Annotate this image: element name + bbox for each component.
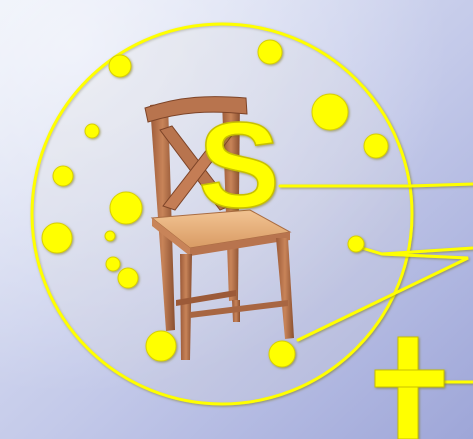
- particle: [109, 55, 131, 77]
- particle: [312, 94, 348, 130]
- label-s: S: [198, 97, 279, 233]
- particle: [364, 134, 388, 158]
- particle: [146, 331, 176, 361]
- particle: [348, 236, 364, 252]
- particle: [118, 268, 138, 288]
- particle: [258, 40, 282, 64]
- particle: [106, 257, 120, 271]
- particle: [85, 124, 99, 138]
- particle: [110, 192, 142, 224]
- particle: [42, 223, 72, 253]
- particle: [105, 231, 115, 241]
- particle: [53, 166, 73, 186]
- particle: [269, 341, 295, 367]
